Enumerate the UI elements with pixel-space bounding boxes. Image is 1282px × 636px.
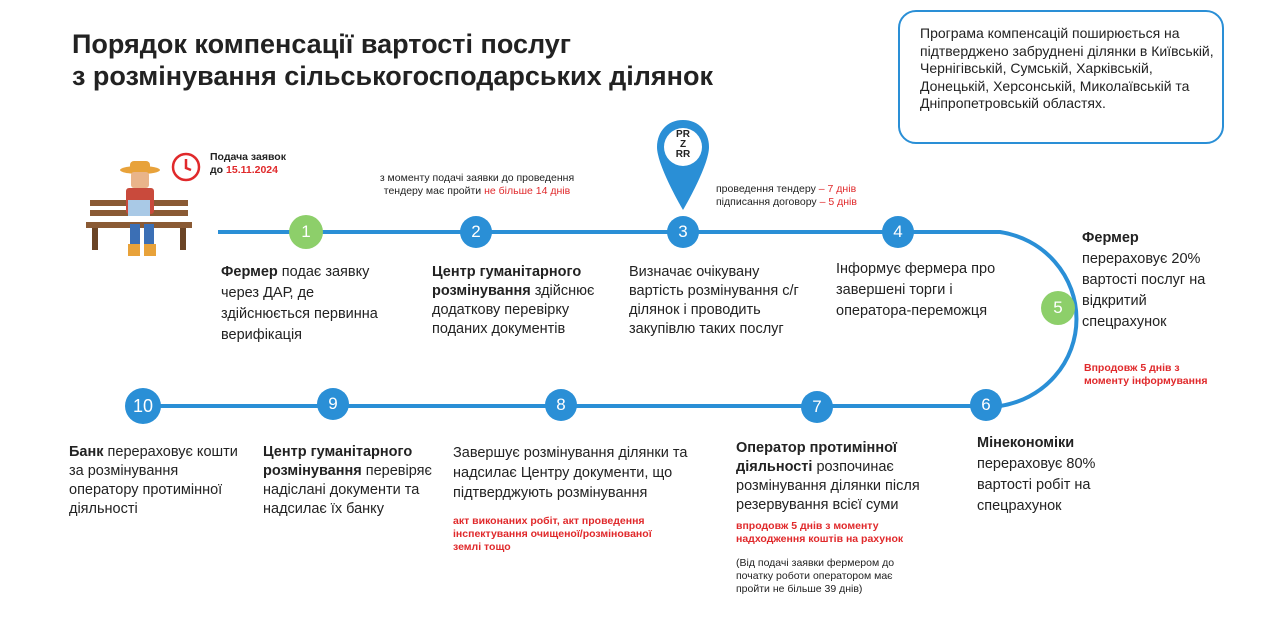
- step-5-text: перераховує 20% вартості послуг на відкр…: [1082, 251, 1206, 330]
- step-10-text: перераховує кошти за розмінування операт…: [69, 444, 238, 517]
- step-5-note: Впродовж 5 днів з моменту інформування: [1084, 362, 1208, 387]
- step-8-node: 8: [545, 389, 577, 421]
- step-5-node: 5: [1041, 291, 1075, 325]
- step-1-node: 1: [289, 215, 323, 249]
- info-box-text: Програма компенсацій поширюється на підт…: [920, 25, 1214, 111]
- info-box: [898, 10, 1224, 144]
- tender-note-text: з моменту подачі заявки до проведення те…: [379, 172, 575, 197]
- step-3-text: Визначає очікувану вартість розмінування…: [629, 264, 799, 337]
- step3-note-tender: проведення тендеру: [716, 183, 816, 195]
- step-4-text: Інформує фермера про завершені торги і о…: [836, 261, 996, 319]
- step-1-description: Фермер подає заявку через ДАР, де здійсн…: [221, 262, 401, 346]
- step-7-actor: Оператор протимінної діяльності: [736, 440, 898, 475]
- step-10-node: 10: [125, 388, 161, 424]
- step-9-description: Центр гуманітарного розмінування перевір…: [263, 443, 433, 519]
- deadline-date: 15.11.2024: [226, 164, 278, 176]
- deadline-label: Подача заявок до 15.11.2024: [210, 151, 286, 177]
- step-2-node: 2: [460, 216, 492, 248]
- step-7-node: 7: [801, 391, 833, 423]
- step3-note: проведення тендеру – 7 днів підписання д…: [716, 183, 857, 209]
- tender-note: з моменту подачі заявки до проведення те…: [362, 172, 592, 198]
- step-4-node: 4: [882, 216, 914, 248]
- step3-note-contract: підписання договору: [716, 196, 817, 208]
- step-4-description: Інформує фермера про завершені торги і о…: [836, 259, 996, 322]
- step-2-actor: Центр гуманітарного розмінування: [432, 264, 582, 299]
- step-10-description: Банк перераховує кошти за розмінування о…: [69, 443, 249, 519]
- step3-note-contract-days: – 5 днів: [819, 196, 857, 208]
- deadline-label-text: Подача заявок: [210, 151, 286, 163]
- step-3-description: Визначає очікувану вартість розмінування…: [629, 263, 814, 339]
- prozorro-logo-l1: PR: [676, 129, 690, 140]
- step-2-description: Центр гуманітарного розмінування здійсню…: [432, 263, 604, 339]
- prozorro-pin-icon: [657, 120, 709, 210]
- step-7-text: розпочинає розмінування ділянки після ре…: [736, 459, 920, 513]
- step-6-actor: Мінекономіки: [977, 435, 1075, 451]
- step-9-actor: Центр гуманітарного розмінування: [263, 444, 413, 479]
- step-7-note: впродовж 5 днів з моменту надходження ко…: [736, 520, 904, 545]
- step-1-text: подає заявку через ДАР, де здійснюється …: [221, 264, 378, 343]
- step-5-description: Фермер перераховує 20% вартості послуг н…: [1082, 228, 1232, 333]
- step-8-description: Завершує розмінування ділянки та надсила…: [453, 443, 703, 503]
- page-title-line2: з розмінування сільськогосподарських діл…: [72, 61, 713, 91]
- clock-icon: [171, 152, 201, 182]
- step-9-text: перевіряє надіслані документи та надсила…: [263, 463, 432, 517]
- step-7-description: Оператор протимінної діяльності розпочин…: [736, 439, 922, 515]
- step-6-description: Мінекономіки перераховує 80% вартості ро…: [977, 433, 1137, 517]
- step-9-node: 9: [317, 388, 349, 420]
- step-3-node: 3: [667, 216, 699, 248]
- step-2-text: здійснює додаткову перевірку поданих док…: [432, 283, 595, 337]
- deadline-prefix: до: [210, 164, 224, 176]
- step-1-actor: Фермер: [221, 264, 278, 280]
- page-title: Порядок компенсації вартості послуг з ро…: [72, 28, 713, 92]
- prozorro-logo-l3: RR: [675, 149, 691, 160]
- step-10-actor: Банк: [69, 444, 104, 460]
- tender-note-highlight: не більше 14 днів: [484, 185, 571, 197]
- step3-note-tender-days: – 7 днів: [818, 183, 857, 195]
- step-8-note: акт виконаних робіт, акт проведення інсп…: [453, 515, 652, 553]
- step-5-actor: Фермер: [1082, 230, 1139, 246]
- step-6-text: перераховує 80% вартості робіт на спецра…: [977, 456, 1096, 514]
- step-8-text: Завершує розмінування ділянки та надсила…: [453, 445, 688, 501]
- step-6-node: 6: [970, 389, 1002, 421]
- page-title-line1: Порядок компенсації вартості послуг: [72, 29, 572, 59]
- prozorro-logo: PR Z RR: [668, 130, 698, 160]
- step-7-extra: (Від подачі заявки фермером до початку р…: [736, 557, 895, 595]
- farmer-on-bench-icon: [86, 161, 192, 256]
- prozorro-logo-l2: Z: [679, 139, 687, 150]
